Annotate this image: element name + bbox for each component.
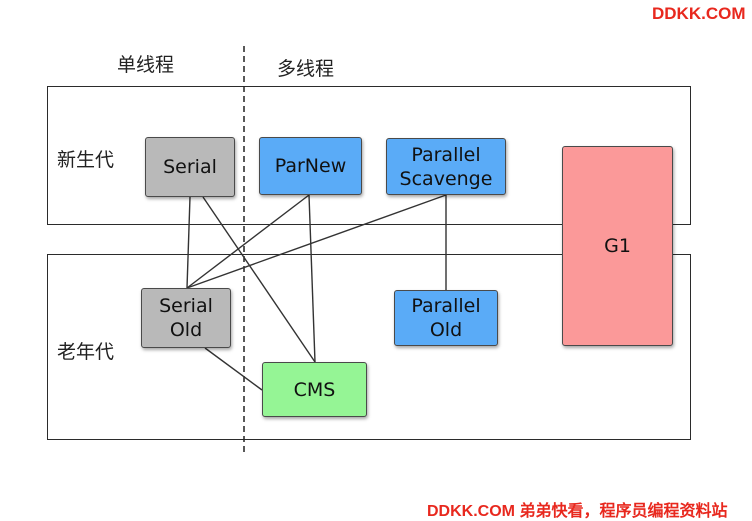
g1-collector-node: G1: [562, 146, 673, 346]
parallel-scavenge-collector-node: Parallel Scavenge: [386, 138, 506, 195]
edge-parnew-to-serial-old: [186, 194, 310, 289]
single-thread-label: 单线程: [117, 54, 175, 76]
cms-collector-node: CMS: [262, 362, 367, 417]
serial-old-collector-node: Serial Old: [141, 288, 231, 348]
old-generation-label: 老年代: [57, 341, 115, 363]
parnew-collector-node: ParNew: [259, 137, 362, 195]
edge-parnew-to-cms: [308, 194, 316, 363]
edge-parallel-scavenge-to-serial-old: [186, 194, 447, 289]
young-generation-label: 新生代: [57, 149, 115, 171]
edge-group: [186, 194, 447, 391]
edge-serial-to-serial-old: [186, 196, 191, 289]
multi-thread-label: 多线程: [277, 58, 335, 80]
parallel-old-collector-node: Parallel Old: [394, 290, 498, 346]
watermark-bottom: DDKK.COM 弟弟快看，程序员编程资料站: [427, 503, 728, 520]
serial-collector-node: Serial: [145, 137, 235, 197]
edge-serial-old-to-cms: [204, 347, 263, 391]
watermark-top: DDKK.COM: [652, 4, 746, 23]
edge-serial-to-cms: [202, 196, 316, 363]
